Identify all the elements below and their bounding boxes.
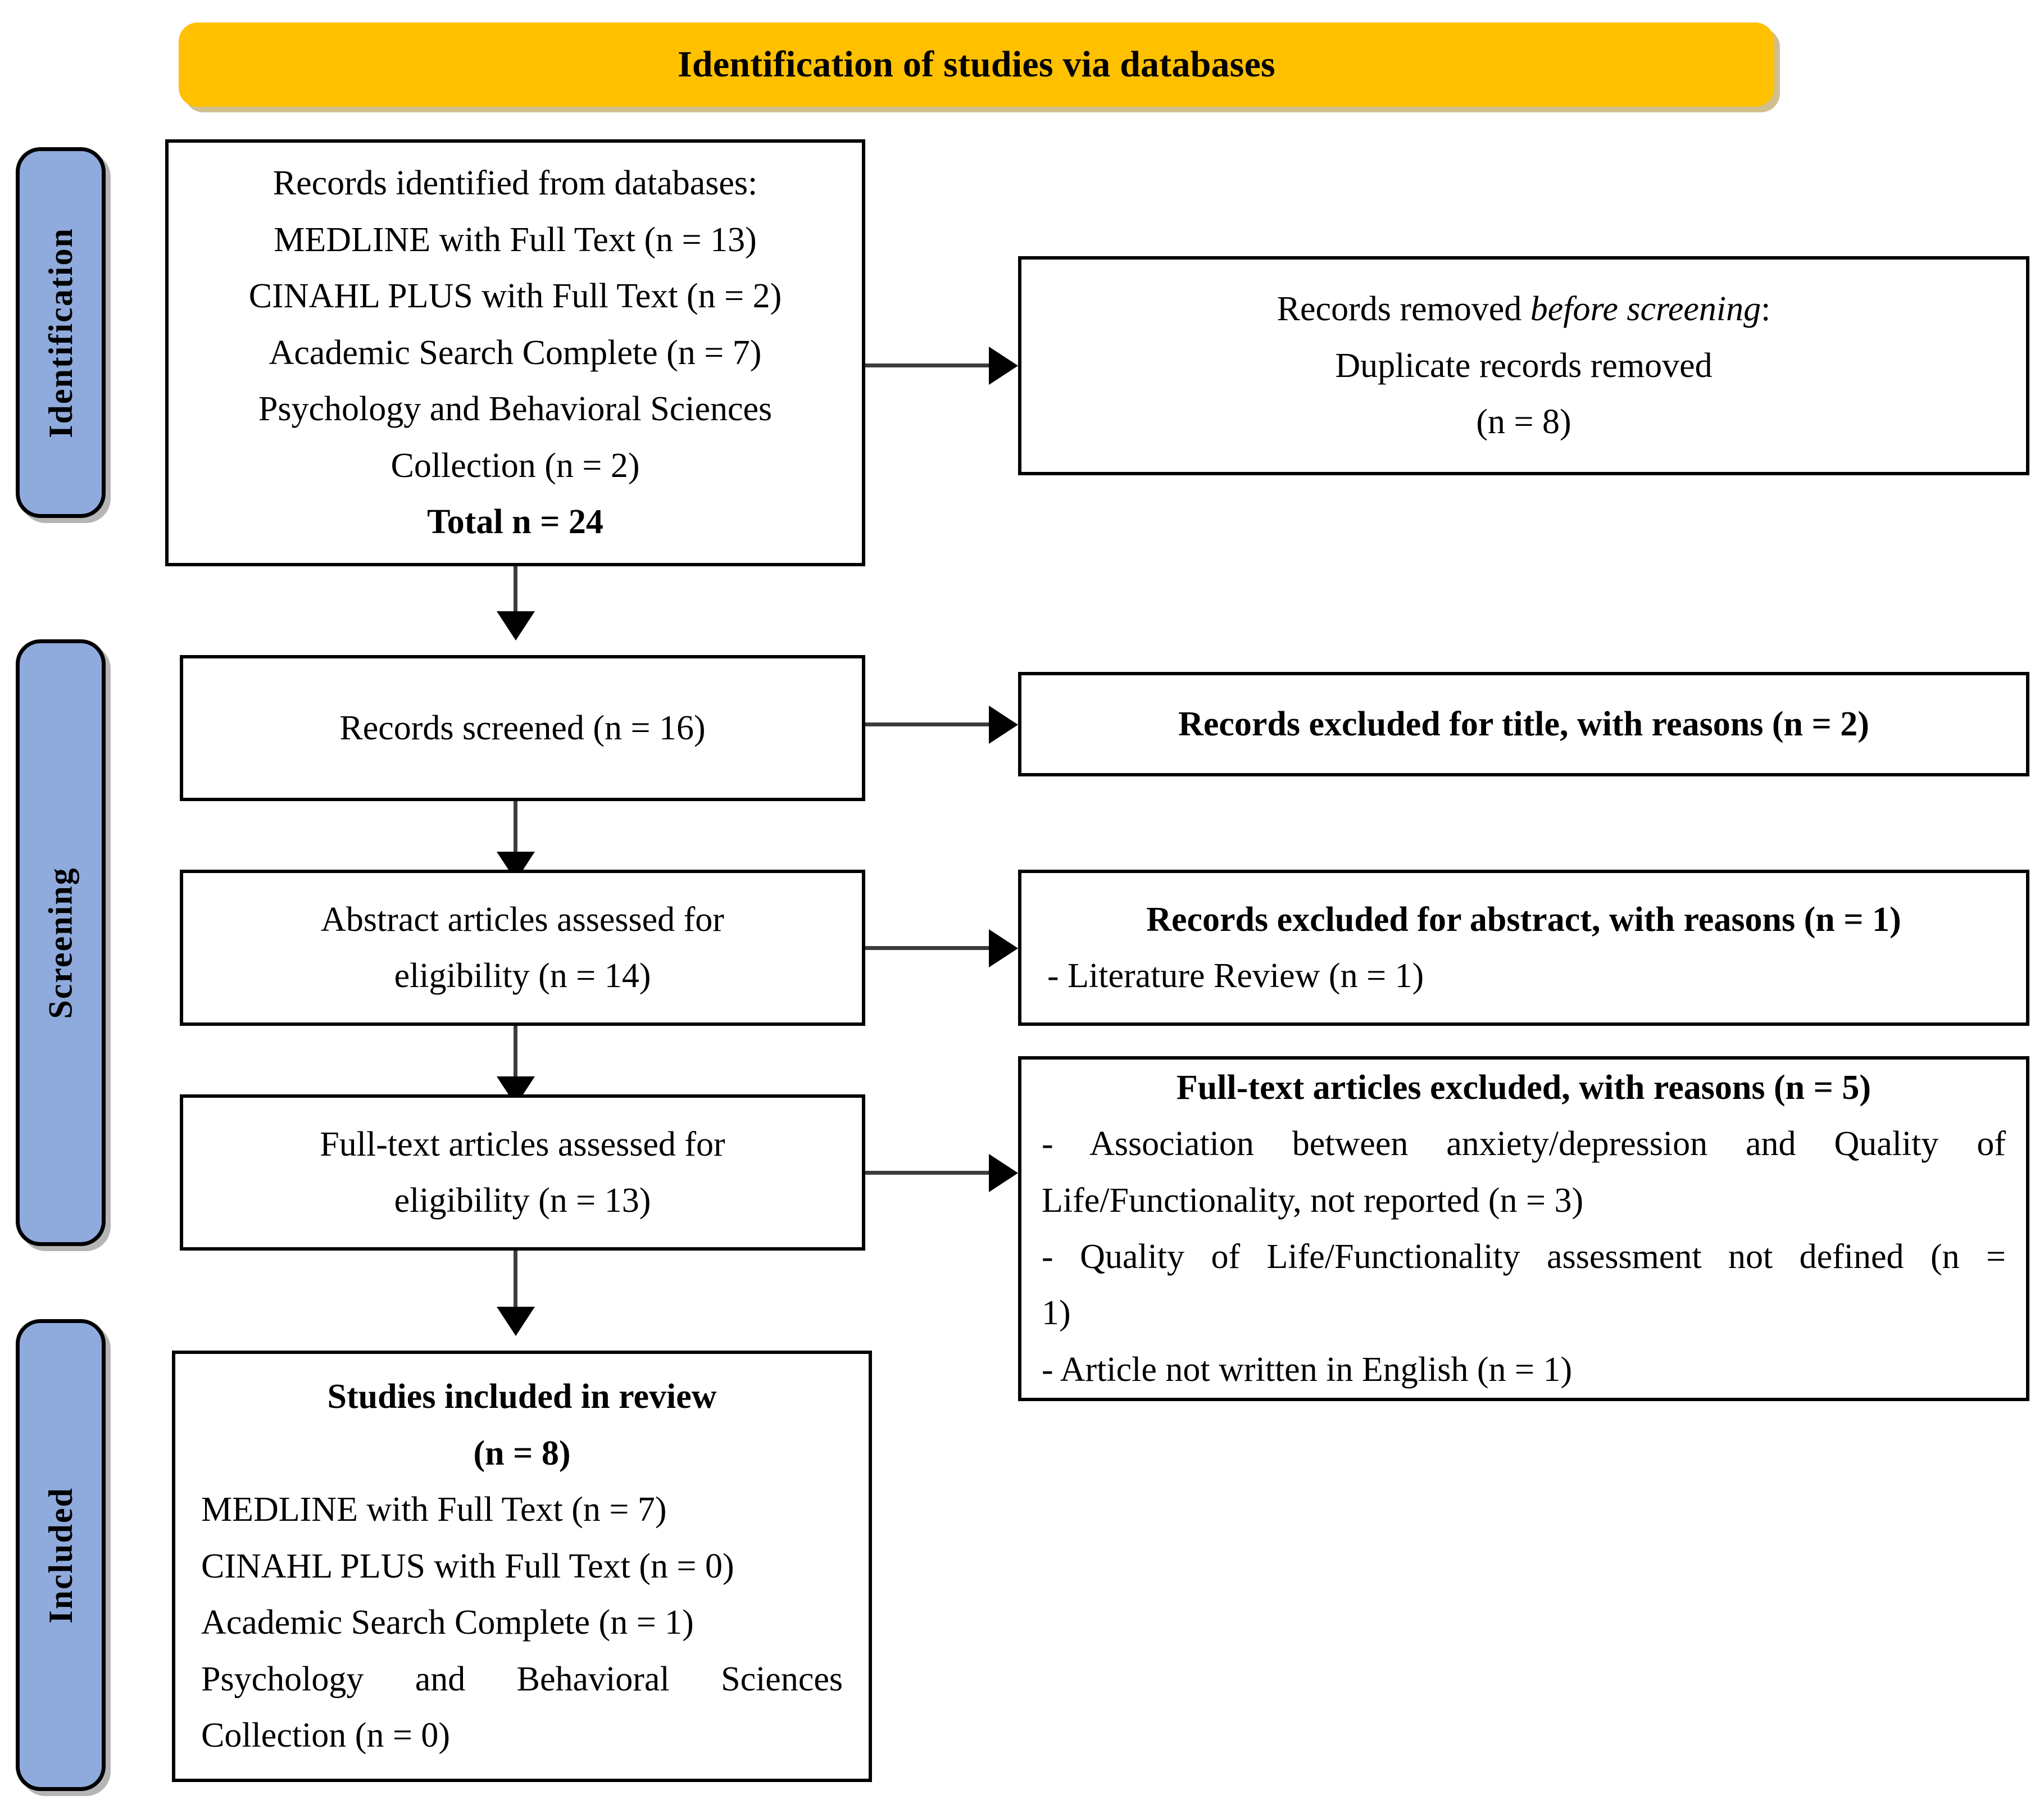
box-records-excluded-title: Records excluded for title, with reasons… (1018, 672, 2029, 776)
connector-fulltext-to-excluded-fulltext (865, 1171, 989, 1175)
box-fulltext-excluded: Full-text articles excluded, with reason… (1018, 1056, 2029, 1401)
fulltext-excluded-reason-1b: Life/Functionality, not reported (n = 3) (1042, 1181, 1584, 1220)
stage-label-identification: Identification (42, 227, 79, 438)
fulltext-excluded-reason-2b: 1) (1042, 1294, 1071, 1333)
box-records-removed-before-screening: Records removed before screening: Duplic… (1018, 256, 2029, 475)
studies-included-line-5: Academic Search Complete (n = 1) (201, 1603, 694, 1642)
studies-included-line-1: Studies included in review (327, 1378, 717, 1416)
studies-included-line-4: CINAHL PLUS with Full Text (n = 0) (201, 1547, 734, 1585)
stage-label-screening: Screening (42, 866, 79, 1019)
box-records-screened: Records screened (n = 16) (180, 655, 865, 801)
records-excluded-abstract-heading: Records excluded for abstract, with reas… (1146, 900, 1901, 939)
box-records-identified: Records identified from databases: MEDLI… (165, 139, 865, 566)
abstract-assessed-line-2: eligibility (n = 14) (394, 957, 651, 995)
studies-included-line-2: (n = 8) (473, 1434, 571, 1472)
fulltext-excluded-reason-1a: - Association between anxiety/depression… (1042, 1125, 2006, 1163)
fulltext-excluded-reason-2a: - Quality of Life/Functionality assessme… (1042, 1238, 2006, 1276)
connector-screened-to-abstract (514, 801, 517, 863)
records-removed-line-2: Duplicate records removed (1335, 346, 1713, 385)
records-removed-heading-pre: Records removed (1277, 290, 1530, 329)
arrowhead-fulltext-to-included-icon (497, 1307, 535, 1336)
arrowhead-fulltext-to-excluded-fulltext-icon (989, 1154, 1018, 1192)
records-identified-line-1: Records identified from databases: (272, 164, 758, 203)
diagram-title: Identification of studies via databases (678, 44, 1275, 85)
stage-pill-screening: Screening (16, 639, 106, 1246)
box-studies-included: Studies included in review (n = 8) MEDLI… (172, 1351, 872, 1782)
box-abstract-assessed: Abstract articles assessed for eligibili… (180, 870, 865, 1026)
arrowhead-identified-to-removed-icon (989, 347, 1018, 385)
box-records-excluded-abstract: Records excluded for abstract, with reas… (1018, 870, 2029, 1026)
studies-included-line-3: MEDLINE with Full Text (n = 7) (201, 1490, 667, 1529)
connector-screened-to-excluded-title (865, 722, 989, 726)
stage-pill-identification: Identification (16, 147, 106, 518)
diagram-header-banner: Identification of studies via databases (179, 22, 1774, 107)
studies-included-line-7: Collection (n = 0) (201, 1716, 451, 1755)
connector-abstract-to-excluded-abstract (865, 946, 989, 950)
records-identified-line-6: Collection (n = 2) (390, 446, 640, 485)
connector-fulltext-to-included (514, 1251, 517, 1318)
records-removed-heading: Records removed before screening: (1047, 281, 2000, 337)
connector-identified-to-removed (865, 363, 989, 367)
connector-abstract-to-fulltext (514, 1026, 517, 1088)
fulltext-assessed-line-2: eligibility (n = 13) (394, 1181, 651, 1220)
records-identified-line-2: MEDLINE with Full Text (n = 13) (274, 220, 757, 259)
records-identified-line-5: Psychology and Behavioral Sciences (258, 390, 773, 429)
records-identified-line-3: CINAHL PLUS with Full Text (n = 2) (248, 277, 782, 316)
arrowhead-abstract-to-excluded-abstract-icon (989, 929, 1018, 967)
box-fulltext-assessed: Full-text articles assessed for eligibil… (180, 1094, 865, 1251)
records-removed-line-3: (n = 8) (1476, 403, 1571, 442)
records-excluded-title-line-1: Records excluded for title, with reasons… (1178, 704, 1869, 743)
connector-identified-to-screened (514, 566, 517, 622)
records-excluded-abstract-reason-1: - Literature Review (n = 1) (1047, 957, 1424, 995)
fulltext-assessed-line-1: Full-text articles assessed for (320, 1125, 725, 1163)
records-removed-heading-em: before screening (1530, 290, 1761, 329)
records-identified-line-4: Academic Search Complete (n = 7) (269, 333, 762, 372)
arrowhead-identified-to-screened-icon (497, 611, 535, 640)
records-identified-total: Total n = 24 (427, 503, 603, 542)
records-screened-line-1: Records screened (n = 16) (339, 708, 706, 747)
studies-included-line-6: Psychology and Behavioral Sciences (201, 1660, 843, 1698)
stage-label-included: Included (42, 1487, 79, 1624)
fulltext-excluded-heading: Full-text articles excluded, with reason… (1176, 1068, 1872, 1107)
arrowhead-screened-to-excluded-title-icon (989, 706, 1018, 744)
fulltext-excluded-reason-3: - Article not written in English (n = 1) (1042, 1350, 1573, 1389)
stage-pill-included: Included (16, 1319, 106, 1791)
abstract-assessed-line-1: Abstract articles assessed for (321, 900, 724, 939)
records-removed-heading-post: : (1761, 290, 1771, 329)
